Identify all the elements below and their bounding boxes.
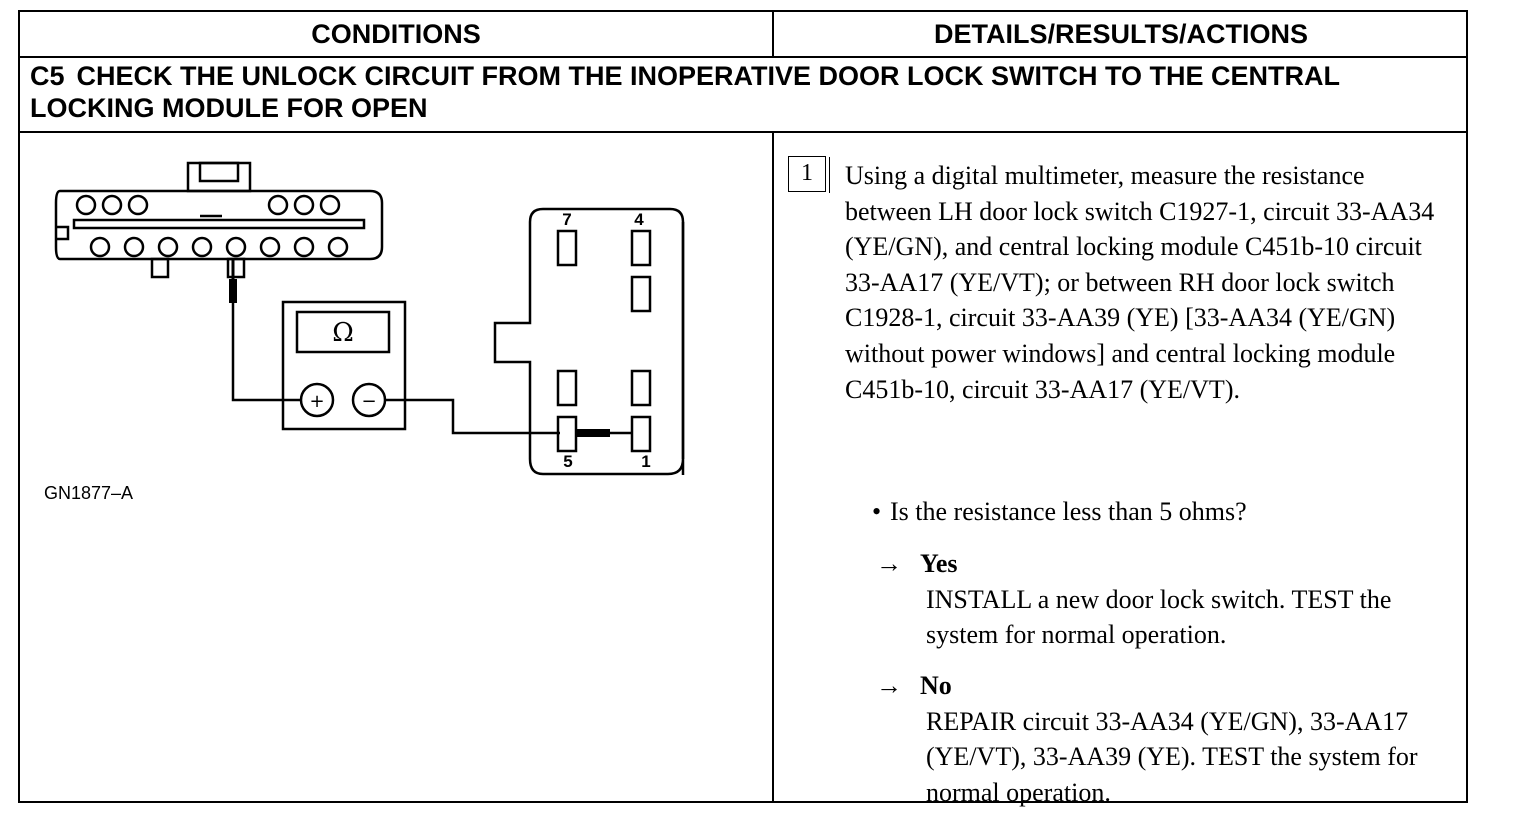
bullet-icon: • <box>872 497 882 526</box>
no-label: No <box>920 671 952 700</box>
connector-latch <box>186 161 252 193</box>
outcome-no: → No REPAIR circuit 33-AA34 (YE/GN), 33-A… <box>876 668 1466 810</box>
column-divider <box>772 133 774 801</box>
step-code: C5 <box>30 61 65 91</box>
no-action: REPAIR circuit 33-AA34 (YE/GN), 33-AA17 … <box>926 706 1418 807</box>
multimeter <box>281 300 407 431</box>
yes-label: Yes <box>920 549 958 578</box>
negative-lead <box>385 398 560 435</box>
arrow-right-icon: → <box>876 671 902 700</box>
wiring-diagram: Ω + − 7 4 5 1 <box>54 161 685 476</box>
instruction-text: Using a digital multimeter, measure the … <box>845 161 1435 404</box>
positive-lead <box>231 303 301 402</box>
header-conditions: CONDITIONS <box>20 12 774 56</box>
title-divider <box>20 131 1466 133</box>
question-text: Is the resistance less than 5 ohms? <box>890 497 1247 526</box>
minus-symbol: − <box>361 391 376 412</box>
yes-action: INSTALL a new door lock switch. TEST the… <box>926 584 1392 650</box>
question: • Is the resistance less than 5 ohms? <box>872 494 1247 530</box>
probe-tip <box>229 279 237 303</box>
plus-symbol: + <box>309 391 324 412</box>
step-title-text: CHECK THE UNLOCK CIRCUIT FROM THE INOPER… <box>30 61 1340 123</box>
step-number-box: 1 <box>788 156 830 193</box>
probe-pin <box>576 429 610 437</box>
header-details: DETAILS/RESULTS/ACTIONS <box>933 18 1308 49</box>
pin-label-7: 7 <box>562 210 571 229</box>
ohm-symbol: Ω <box>332 318 354 348</box>
outcome-yes: → Yes INSTALL a new door lock switch. TES… <box>876 546 1466 653</box>
switch-connector <box>54 189 384 261</box>
header-divider <box>20 56 1466 58</box>
figure-id: GN1877–A <box>44 483 134 503</box>
pin-label-1: 1 <box>641 452 650 471</box>
step-number: 1 <box>801 160 813 187</box>
arrow-right-icon: → <box>876 549 902 578</box>
pin-label-4: 4 <box>634 210 644 229</box>
pin-label-5: 5 <box>563 452 572 471</box>
